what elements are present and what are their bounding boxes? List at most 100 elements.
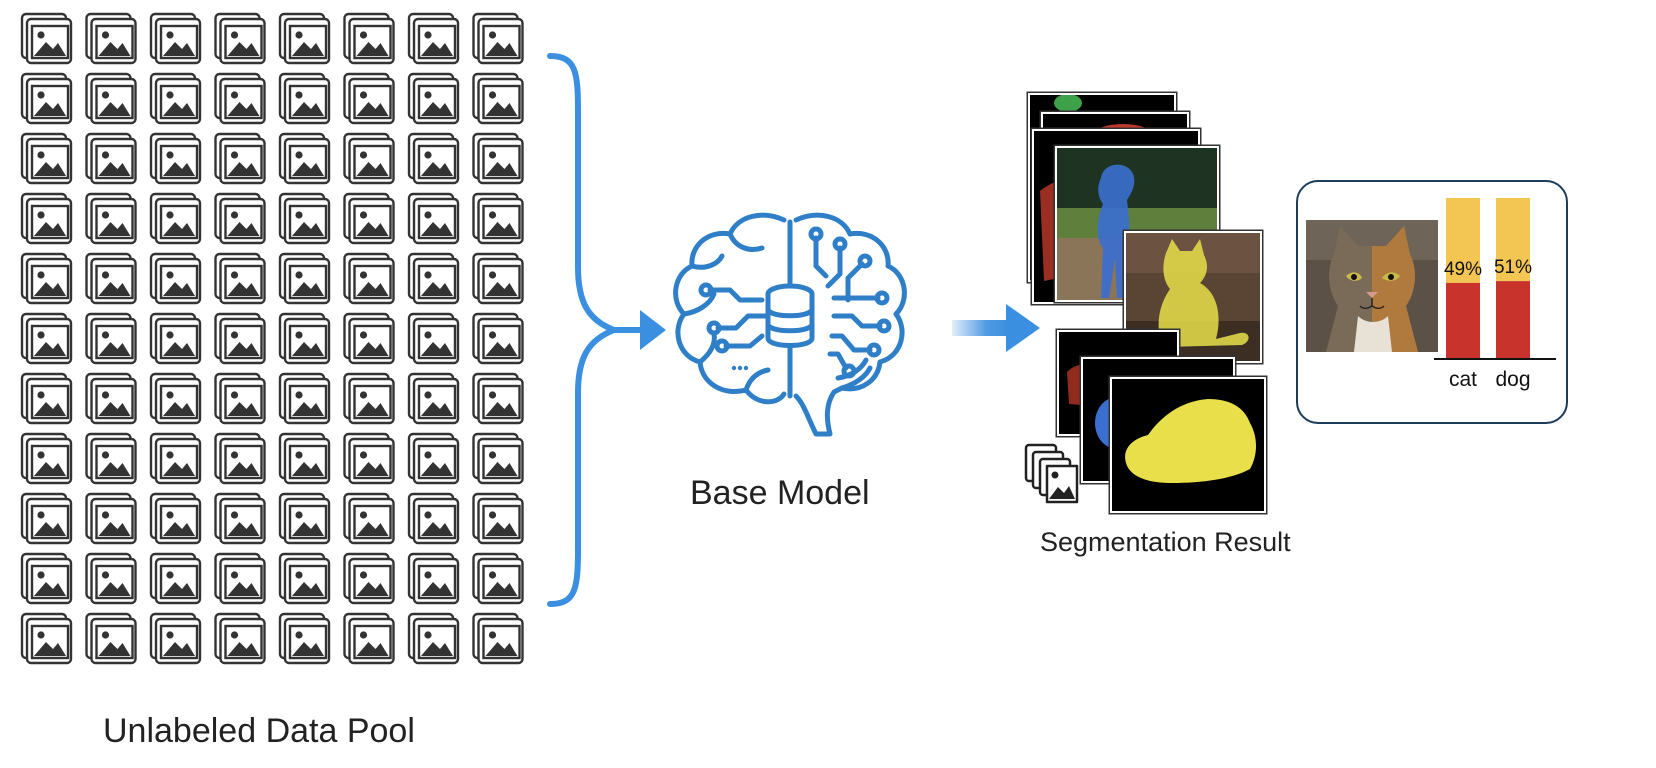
image-stack-icon	[472, 12, 524, 65]
image-stack-icon	[472, 552, 524, 605]
image-stack-icon	[149, 12, 202, 65]
image-stack-icon	[214, 192, 266, 245]
image-stack-icon	[20, 72, 73, 125]
image-stack-icon	[343, 372, 395, 425]
image-stack-icon	[214, 312, 266, 365]
image-stack-icon	[278, 612, 331, 665]
image-stack-icon	[343, 192, 395, 245]
image-stack-icon	[20, 612, 73, 665]
image-stack-icon	[85, 612, 137, 665]
image-stack-icon	[278, 12, 331, 65]
image-stack-icon	[472, 492, 524, 545]
image-stack-icon	[20, 12, 73, 65]
curly-brace-icon	[547, 53, 666, 607]
image-stack-icon	[343, 492, 395, 545]
arrow-right-icon	[952, 304, 1040, 352]
image-stack-icon	[407, 72, 460, 125]
image-stack-icon	[85, 552, 137, 605]
bar-dog	[1496, 281, 1530, 358]
image-stack-icon	[407, 612, 460, 665]
image-stack-icon	[472, 372, 524, 425]
image-stack-icon	[343, 432, 395, 485]
image-stack-icon	[278, 72, 331, 125]
unlabeled-data-pool-label: Unlabeled Data Pool	[103, 712, 415, 750]
image-stack-icon	[214, 552, 266, 605]
image-stack-icon	[343, 552, 395, 605]
image-stack-icon	[20, 252, 73, 305]
image-stack-icon	[85, 12, 137, 65]
image-stack-icon	[85, 372, 137, 425]
image-stack-icon	[278, 252, 331, 305]
image-stack-icon	[149, 612, 202, 665]
image-stack-icon	[20, 552, 73, 605]
image-stack-icon	[407, 252, 460, 305]
bar-value-label: 49%	[1444, 259, 1482, 280]
image-stack-icon	[85, 312, 137, 365]
image-stack-icon	[278, 552, 331, 605]
image-stack-icon	[407, 372, 460, 425]
image-stack-icon	[472, 612, 524, 665]
image-stack-icon	[214, 612, 266, 665]
image-stack-icon	[149, 72, 202, 125]
image-stack-icon	[472, 252, 524, 305]
unlabeled-data-pool-grid	[20, 12, 524, 665]
image-stack-icon	[20, 492, 73, 545]
seg-frame-cat-photo	[1124, 231, 1262, 363]
image-stack-icon	[343, 252, 395, 305]
image-stack-icon	[149, 312, 202, 365]
seg-frame-car	[1110, 377, 1266, 513]
image-stack-icon	[20, 372, 73, 425]
image-stack-icon	[407, 192, 460, 245]
image-stack-icon	[214, 492, 266, 545]
image-stack-icon	[343, 72, 395, 125]
image-stack-icon	[407, 432, 460, 485]
base-model-label: Base Model	[690, 474, 870, 512]
image-stack-icon	[149, 252, 202, 305]
image-stack-icon	[278, 432, 331, 485]
image-stack-icon	[278, 312, 331, 365]
image-stack-icon	[407, 552, 460, 605]
image-stack-icon	[149, 132, 202, 185]
image-stack-icon	[149, 192, 202, 245]
image-stack-icon	[85, 192, 137, 245]
cat-photo	[1306, 220, 1438, 352]
image-stack-icon	[85, 132, 137, 185]
image-stack-icon	[1024, 443, 1079, 504]
bar-category-label: dog	[1495, 368, 1530, 391]
segmentation-result-label: Segmentation Result	[1040, 527, 1291, 557]
prediction-box: 49% cat 51% dog	[1296, 180, 1568, 424]
bar-value-label: 51%	[1494, 257, 1532, 278]
image-stack-icon	[407, 312, 460, 365]
image-stack-icon	[343, 612, 395, 665]
image-stack-icon	[149, 492, 202, 545]
image-stack-icon	[278, 132, 331, 185]
image-stack-icon	[149, 552, 202, 605]
image-stack-icon	[472, 72, 524, 125]
image-stack-icon	[407, 132, 460, 185]
image-stack-icon	[214, 12, 266, 65]
image-stack-icon	[343, 12, 395, 65]
bar-remainder-cat	[1446, 198, 1480, 283]
image-stack-icon	[278, 492, 331, 545]
image-stack-icon	[343, 312, 395, 365]
image-stack-icon	[214, 132, 266, 185]
image-stack-icon	[85, 72, 137, 125]
image-stack-icon	[149, 372, 202, 425]
image-stack-icon	[472, 432, 524, 485]
image-stack-icon	[472, 192, 524, 245]
image-stack-icon	[472, 312, 524, 365]
image-stack-icon	[20, 132, 73, 185]
image-stack-icon	[407, 12, 460, 65]
class-probability-chart: 49% cat 51% dog	[1434, 198, 1556, 391]
image-stack-icon	[85, 252, 137, 305]
image-stack-icon	[20, 432, 73, 485]
image-stack-icon	[407, 492, 460, 545]
bar-category-label: cat	[1449, 368, 1477, 391]
image-stack-icon	[278, 372, 331, 425]
image-stack-icon	[214, 432, 266, 485]
image-stack-icon	[149, 432, 202, 485]
image-stack-icon	[85, 492, 137, 545]
image-stack-icon	[472, 132, 524, 185]
bar-remainder-dog	[1496, 198, 1530, 282]
image-stack-icon	[20, 312, 73, 365]
